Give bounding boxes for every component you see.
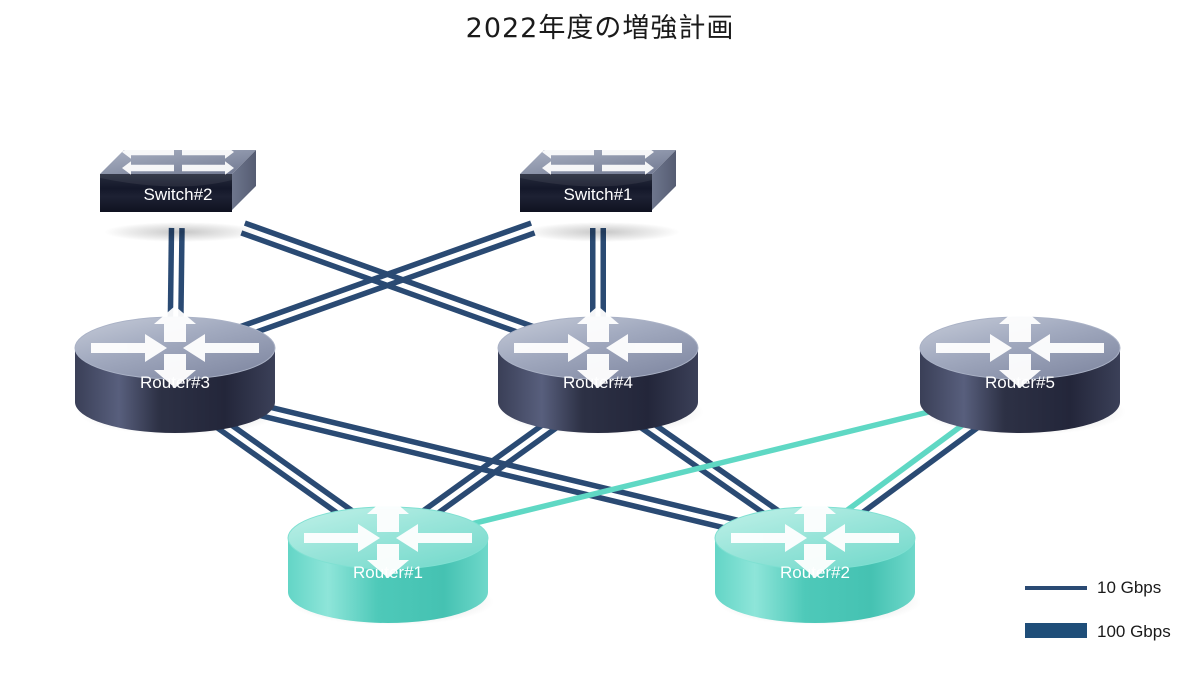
node-router1[interactable]: Router#1 (287, 496, 494, 626)
link-switch1-router3 (227, 220, 536, 344)
node-switch2[interactable]: Switch#2 (100, 145, 260, 242)
link-router5-router1 (452, 402, 956, 532)
diagram-title: 2022年度の増強計画 (465, 13, 735, 44)
node-router4[interactable]: Router#4 (497, 306, 704, 436)
legend-label-10g: 10 Gbps (1097, 578, 1162, 597)
legend-swatch-10g (1025, 586, 1087, 590)
node-label: Switch#1 (564, 185, 633, 204)
legend-swatch-100g (1025, 623, 1087, 638)
node-label: Router#2 (780, 563, 850, 582)
legend-label-100g: 100 Gbps (1097, 622, 1171, 641)
node-label: Router#5 (985, 373, 1055, 392)
node-label: Router#4 (563, 373, 633, 392)
node-label: Switch#2 (144, 185, 213, 204)
link-router5-router2 (844, 413, 996, 528)
node-router3[interactable]: Router#3 (74, 306, 281, 436)
node-label: Router#1 (353, 563, 423, 582)
node-label: Router#3 (140, 373, 210, 392)
node-switch1[interactable]: Switch#1 (520, 145, 680, 242)
node-router5[interactable]: Router#5 (919, 306, 1126, 436)
node-router2[interactable]: Router#2 (714, 496, 921, 626)
